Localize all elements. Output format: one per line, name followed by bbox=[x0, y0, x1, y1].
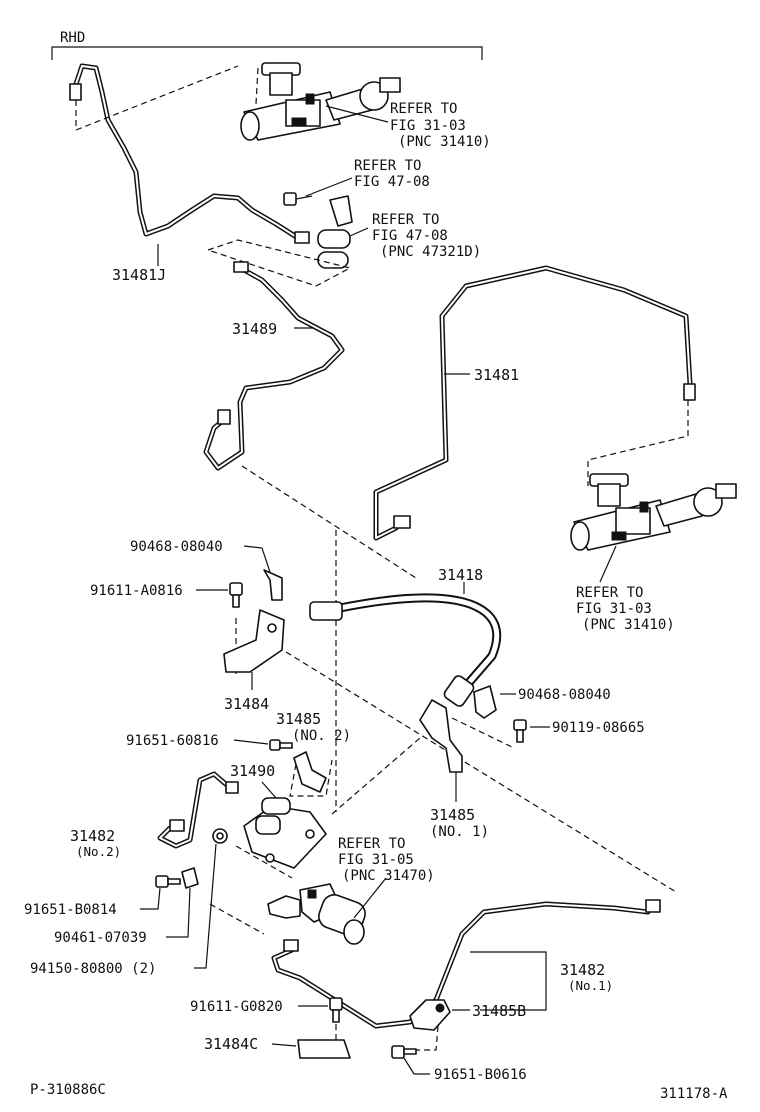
bracket-31484-group: 90468-08040 91611-A0816 31484 bbox=[90, 539, 285, 713]
refer-fig47-b: REFER TO FIG 47-08 (PNC 47321D) bbox=[349, 212, 481, 260]
clip-90468 bbox=[263, 569, 283, 601]
guide-line bbox=[285, 651, 677, 893]
refer-line: (PNC 31410) bbox=[582, 617, 675, 633]
bolt-head bbox=[283, 192, 297, 206]
part-number: 31485B bbox=[472, 1002, 526, 1020]
bracket-31484c-group: 91611-G0820 31484C bbox=[190, 997, 351, 1059]
part-number: 31485 bbox=[430, 806, 475, 824]
fitting-nut bbox=[233, 261, 249, 273]
fitting-nut bbox=[393, 515, 411, 529]
guide-line bbox=[241, 465, 417, 579]
refer-line: (PNC 31410) bbox=[398, 134, 491, 150]
part-number: 31484 bbox=[224, 695, 269, 713]
master-cylinder-top bbox=[75, 62, 401, 141]
part-number: 91651-B0814 bbox=[24, 902, 117, 918]
part-number: 31482 bbox=[70, 827, 115, 845]
tube-31482-no2: 31482 (No.2) bbox=[70, 771, 239, 859]
fitting-nut bbox=[169, 819, 185, 832]
part-number: 91611-G0820 bbox=[190, 999, 283, 1015]
guide-line bbox=[331, 737, 421, 815]
refer-line: FIG 31-03 bbox=[576, 601, 652, 617]
diagram-code: P-310886C bbox=[30, 1082, 106, 1098]
fitting-nut bbox=[294, 231, 310, 244]
hose-31418: 31418 bbox=[309, 566, 502, 707]
clip-90468 bbox=[473, 685, 497, 719]
bolt-shank bbox=[279, 742, 293, 749]
part-number: 31481 bbox=[474, 366, 519, 384]
rhd-label: RHD bbox=[60, 30, 85, 46]
bolt-head bbox=[513, 719, 527, 731]
bolt-91651-b0616: 91651-B0616 bbox=[391, 1045, 527, 1083]
label-31481j: 31481J bbox=[112, 244, 166, 284]
refer-line: (PNC 31470) bbox=[342, 868, 435, 884]
refer-line: FIG 31-03 bbox=[390, 118, 466, 134]
refer-line: REFER TO bbox=[354, 158, 421, 174]
part-number: 31484C bbox=[204, 1035, 258, 1053]
bracket-31485-no2 bbox=[293, 751, 327, 793]
part-number: 31481J bbox=[112, 266, 166, 284]
part-number: 91651-60816 bbox=[126, 733, 219, 749]
fitting-nut bbox=[283, 939, 299, 952]
part-number: 31489 bbox=[232, 320, 277, 338]
tube-31481: 31481 bbox=[373, 265, 696, 541]
master-cylinder-right: REFER TO FIG 31-03 (PNC 31410) bbox=[570, 400, 737, 633]
part-number-sub: (NO. 2) bbox=[292, 728, 351, 744]
refer-line: FIG 31-05 bbox=[338, 852, 414, 868]
fitting-nut bbox=[683, 383, 696, 401]
fitting-nut bbox=[69, 83, 82, 101]
bracket-31485-no2-group: 31485 (NO. 2) 91651-60816 bbox=[126, 710, 351, 797]
union-31490: 31490 bbox=[230, 762, 327, 869]
part-number-sub: (No.1) bbox=[568, 978, 613, 993]
bolt-head bbox=[229, 582, 243, 596]
part-number: 90461-07039 bbox=[54, 930, 147, 946]
pedal-bracket-parts bbox=[206, 192, 353, 287]
bolt-head bbox=[155, 875, 169, 888]
bracket-31485-no1 bbox=[419, 699, 463, 773]
fitting-nut bbox=[645, 899, 661, 913]
fitting-nut bbox=[225, 781, 239, 794]
tube-31481j bbox=[69, 63, 310, 244]
refer-line: REFER TO bbox=[390, 101, 457, 117]
rhd-bracket: RHD bbox=[51, 30, 483, 60]
release-cylinder: REFER TO FIG 31-05 (PNC 31470) bbox=[267, 836, 435, 945]
refer-master-top: REFER TO FIG 31-03 (PNC 31410) bbox=[325, 101, 491, 150]
bracket-31485b: 31485B bbox=[409, 999, 526, 1051]
clip-90461 bbox=[181, 867, 199, 889]
part-number: 31418 bbox=[438, 566, 483, 584]
lower-left-fasteners: 91651-B0814 90461-07039 94150-80800 (2) bbox=[24, 828, 293, 977]
refer-line: REFER TO bbox=[338, 836, 405, 852]
part-number: 90468-08040 bbox=[518, 687, 611, 703]
refer-line: FIG 47-08 bbox=[372, 228, 448, 244]
bolt-shank bbox=[167, 878, 181, 885]
refer-line: REFER TO bbox=[372, 212, 439, 228]
part-number-sub: (NO. 1) bbox=[430, 824, 489, 840]
part-number: 90119-08665 bbox=[552, 720, 645, 736]
refer-line: FIG 47-08 bbox=[354, 174, 430, 190]
bracket-31484 bbox=[223, 609, 285, 673]
part-number: 31490 bbox=[230, 762, 275, 780]
fitting-nut bbox=[217, 409, 231, 425]
bolt-shank bbox=[516, 729, 524, 743]
refer-line: REFER TO bbox=[576, 585, 643, 601]
part-number: 91651-B0616 bbox=[434, 1067, 527, 1083]
bolt-head bbox=[269, 739, 281, 751]
part-number-sub: (No.2) bbox=[76, 844, 121, 859]
part-number: 31482 bbox=[560, 961, 605, 979]
part-number: 90468-08040 bbox=[130, 539, 223, 555]
washer-hole bbox=[216, 832, 224, 840]
part-number: 31485 bbox=[276, 710, 321, 728]
illustration-code: 311178-A bbox=[660, 1086, 728, 1102]
tube-31489: 31489 bbox=[203, 261, 345, 471]
refer-fig47-a: REFER TO FIG 47-08 bbox=[305, 158, 430, 197]
right-hose-brackets: 90468-08040 90119-08665 31485 (NO. 1) bbox=[419, 685, 645, 840]
part-number: 91611-A0816 bbox=[90, 583, 183, 599]
refer-line: (PNC 47321D) bbox=[380, 244, 481, 260]
part-number: 94150-80800 (2) bbox=[30, 961, 156, 977]
bolt-shank bbox=[232, 594, 240, 608]
